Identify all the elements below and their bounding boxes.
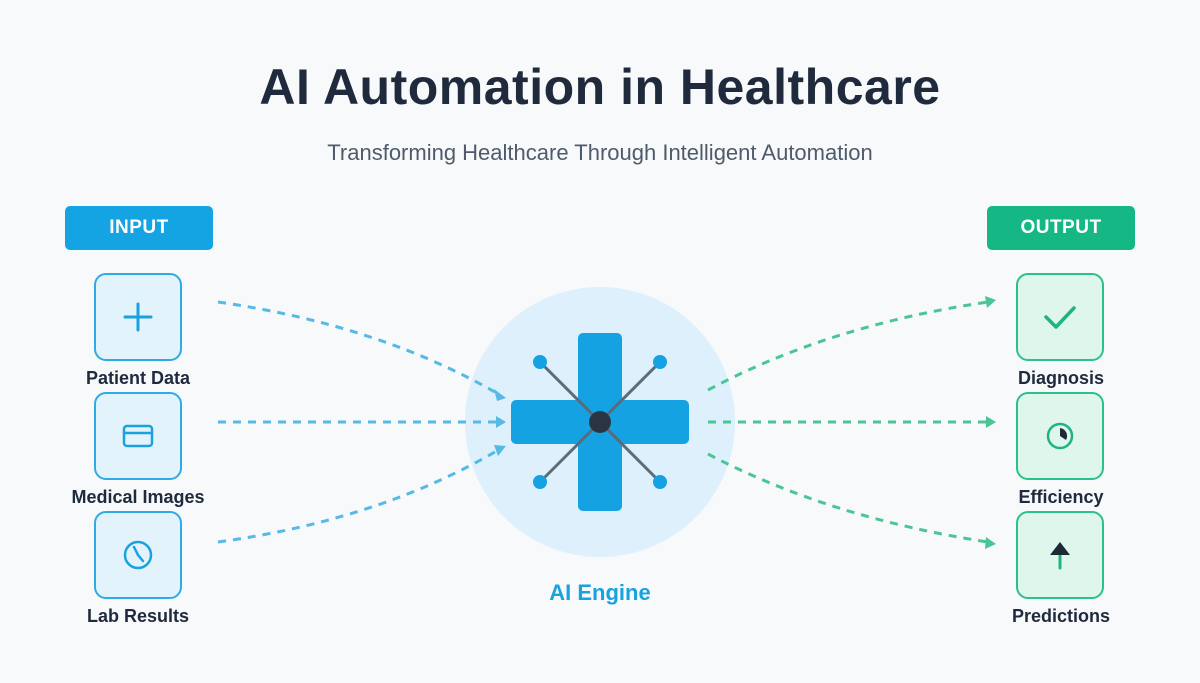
page-title: AI Automation in Healthcare <box>259 59 941 115</box>
node-lab-results <box>94 511 182 599</box>
page-subtitle: Transforming Healthcare Through Intellig… <box>327 140 873 165</box>
connector-diagnosis <box>707 300 989 392</box>
arrow-up-icon <box>1050 542 1070 570</box>
connector-lab-results <box>217 447 501 544</box>
node-diagnosis <box>1016 273 1104 361</box>
medical-cross-network-icon <box>511 333 689 511</box>
arrowhead-medical-images <box>496 416 506 428</box>
label-predictions: Predictions <box>1011 606 1111 626</box>
label-diagnosis: Diagnosis <box>1017 368 1105 388</box>
pie-timer-icon <box>1046 422 1074 450</box>
plus-icon <box>123 302 153 332</box>
arrowhead-patient-data <box>494 389 506 401</box>
label-efficiency: Efficiency <box>1018 487 1104 507</box>
node-predictions <box>1016 511 1104 599</box>
node-medical-images <box>94 392 182 480</box>
label-medical-images: Medical Images <box>71 487 205 507</box>
checkmark-icon <box>1044 306 1076 329</box>
clock-icon <box>123 540 153 570</box>
connector-predictions <box>707 452 989 544</box>
output-badge: OUTPUT <box>987 206 1135 250</box>
ai-engine-label: AI Engine <box>549 580 651 605</box>
label-lab-results: Lab Results <box>86 606 190 626</box>
arrowhead-diagnosis <box>985 296 996 308</box>
label-patient-data: Patient Data <box>85 368 191 388</box>
node-patient-data <box>94 273 182 361</box>
arrowhead-lab-results <box>494 445 506 456</box>
connector-patient-data <box>217 300 501 397</box>
image-card-icon <box>122 424 154 448</box>
input-badge: INPUT <box>65 206 213 250</box>
arrowhead-predictions <box>985 537 996 549</box>
arrowhead-efficiency <box>986 416 996 428</box>
node-efficiency <box>1016 392 1104 480</box>
